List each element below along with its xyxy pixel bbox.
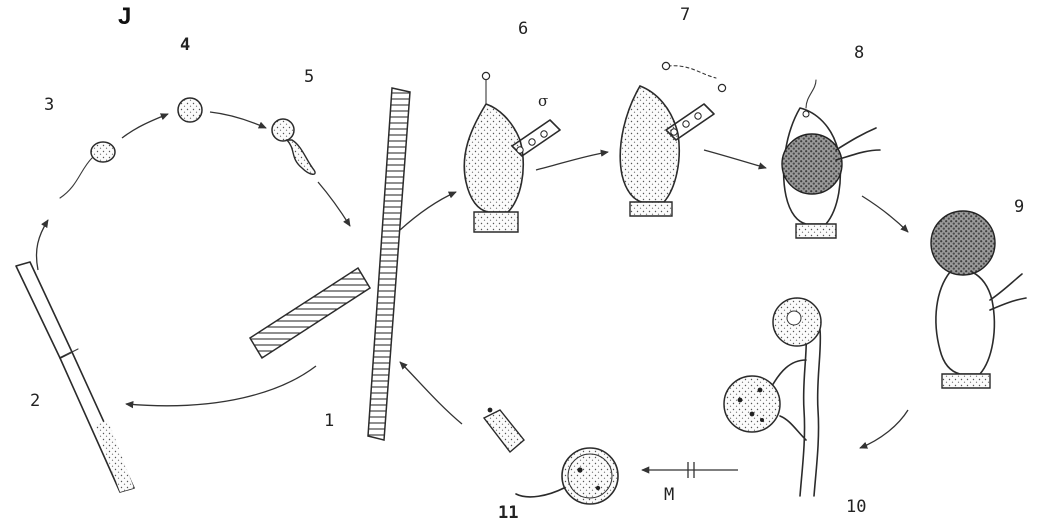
stage-label-7: 7 [680, 5, 690, 25]
stage-label-6: 6 [518, 19, 528, 39]
stage-10-germination [724, 298, 821, 496]
stage-5-germinating-cyst [272, 119, 315, 174]
stage-label-11: 11 [498, 503, 518, 523]
stage-8-oospore-forming [782, 80, 880, 238]
stage-11-meiotic-germination [484, 408, 618, 504]
stage-4-cyst [178, 98, 202, 122]
male-symbol: σ [538, 92, 548, 110]
stage-label-2: 2 [30, 391, 40, 411]
stage-2-germling [16, 262, 134, 492]
stage-label-10: 10 [846, 497, 866, 517]
stage-6-oogonium: σ [464, 72, 560, 232]
stage-1-filaments [250, 88, 410, 440]
stage-9-mature-oospore [931, 211, 1026, 388]
stage-label-9: 9 [1014, 197, 1024, 217]
stage-3-zoospore [60, 142, 115, 198]
stage-label-4: 4 [180, 35, 190, 55]
stage-7-fertilisation [620, 62, 725, 216]
meiosis-label: M [664, 485, 674, 505]
stage-label-5: 5 [304, 67, 314, 87]
stage-label-8: 8 [854, 43, 864, 63]
stage-label-1: 1 [324, 411, 334, 431]
header-fragment: J [118, 3, 131, 30]
stage-label-3: 3 [44, 95, 54, 115]
